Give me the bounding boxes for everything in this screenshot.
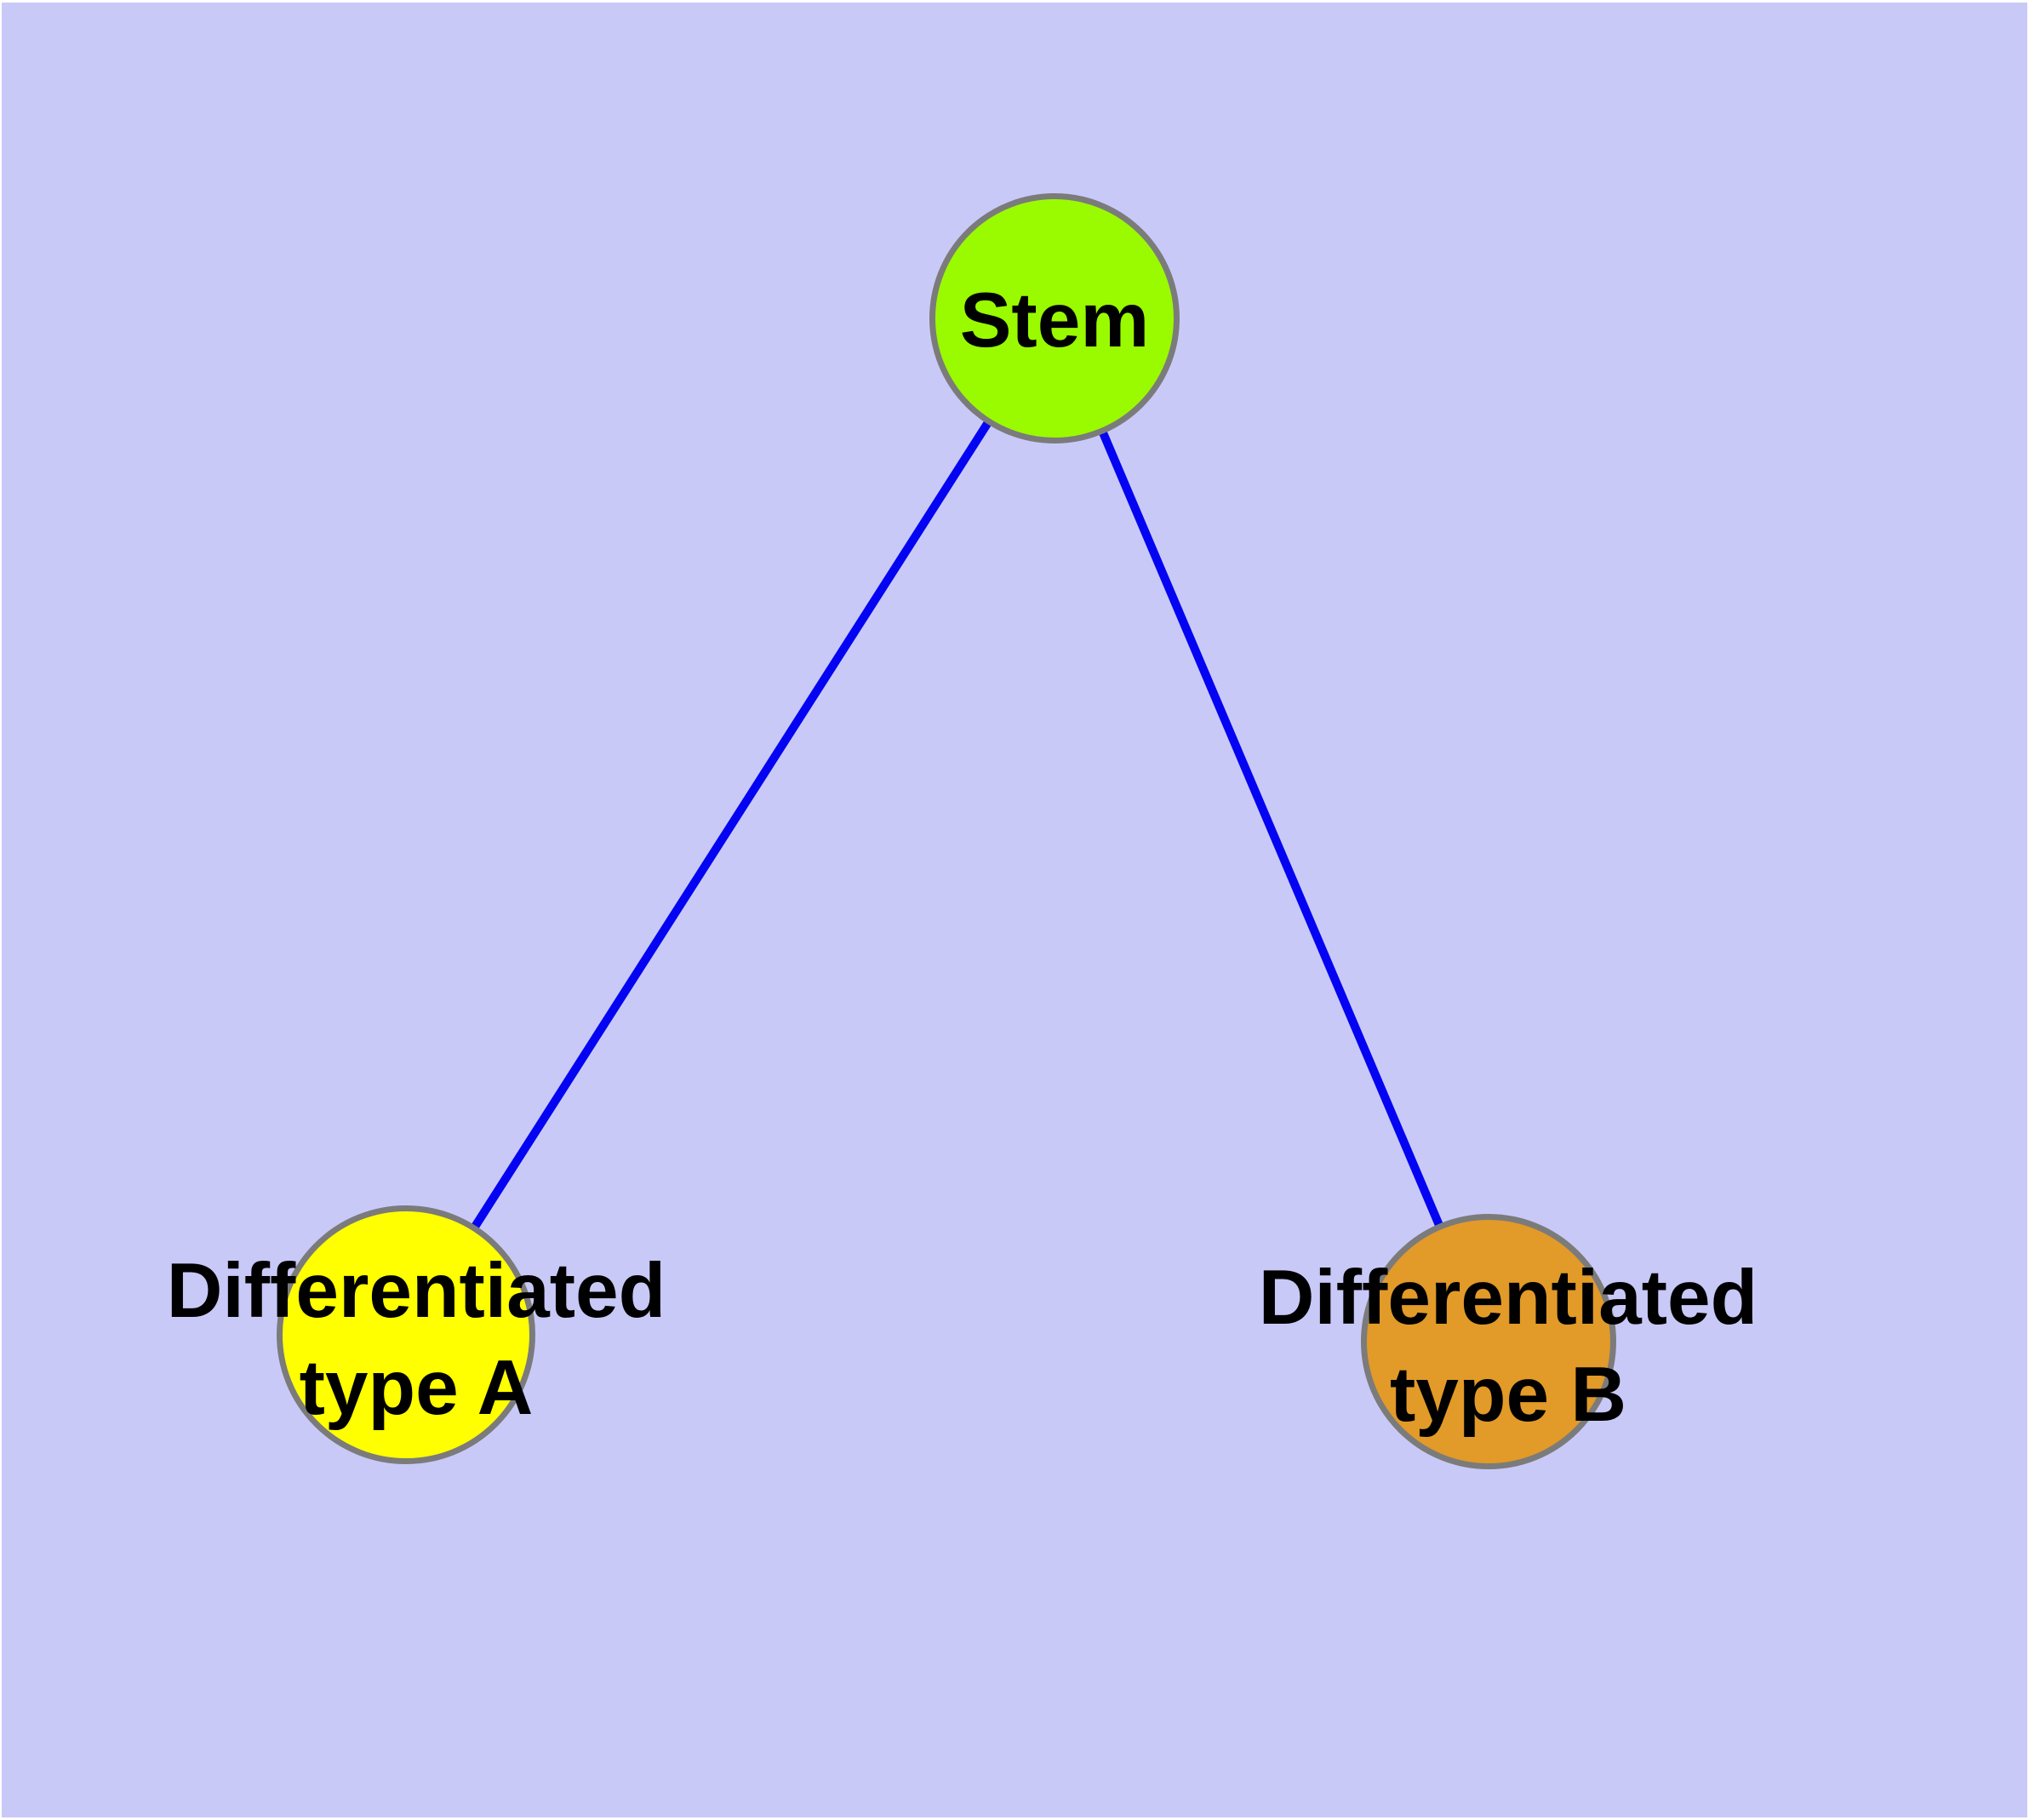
type-b-label-line2: type B xyxy=(1389,1352,1627,1438)
differentiated-type-a-node-circle xyxy=(277,1205,535,1464)
differentiated-type-b-node-label: Differentiated type B xyxy=(1259,1250,1758,1444)
type-a-label-line1: Differentiated xyxy=(166,1248,666,1334)
edge-stem-to-type-b xyxy=(1050,317,1493,1343)
stem-node-label: Stem xyxy=(960,272,1150,369)
edge-layer xyxy=(402,316,1493,1343)
type-b-label-line1: Differentiated xyxy=(1258,1255,1758,1341)
stem-label-line1: Stem xyxy=(959,278,1150,363)
graph-canvas: Stem Differentiated type A Differentiate… xyxy=(2,3,2027,1817)
type-a-label-line2: type A xyxy=(299,1345,534,1431)
differentiated-type-b-node-circle xyxy=(1361,1214,1616,1469)
stem-node-circle xyxy=(929,193,1180,444)
differentiated-type-a-node-label: Differentiated type A xyxy=(167,1243,666,1437)
edge-stem-to-type-a xyxy=(402,316,1059,1337)
